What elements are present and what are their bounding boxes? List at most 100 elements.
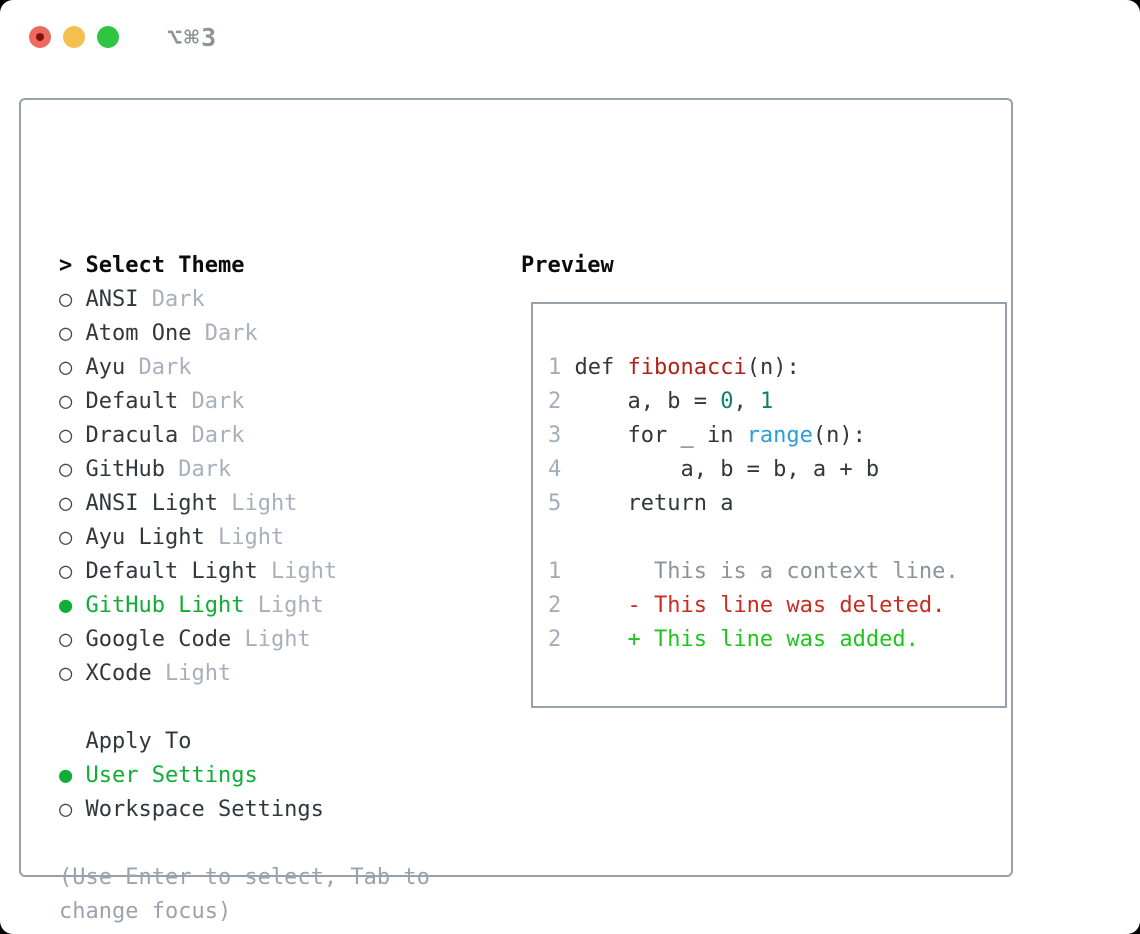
minimize-button[interactable] bbox=[63, 26, 85, 48]
code-line: 2 - This line was deleted. bbox=[548, 589, 959, 623]
radio-selected-icon: ● bbox=[59, 593, 86, 618]
code-segment-code: (n): bbox=[812, 423, 866, 448]
theme-variant-tag: Light bbox=[257, 593, 324, 618]
code-segment-code: def bbox=[574, 355, 628, 380]
theme-name: GitHub Light bbox=[85, 593, 258, 618]
code-segment-code: a, b = b, a + b bbox=[574, 457, 880, 482]
theme-list-header: > Select Theme bbox=[59, 249, 430, 283]
spacer-row bbox=[59, 827, 430, 861]
theme-list-title: Select Theme bbox=[85, 253, 245, 278]
theme-option-ansi[interactable]: ○ ANSI Dark bbox=[59, 283, 430, 317]
code-segment-code: (n): bbox=[746, 355, 800, 380]
line-number: 3 bbox=[548, 423, 575, 448]
theme-variant-tag: Light bbox=[217, 525, 285, 550]
spacer-row bbox=[59, 691, 430, 725]
theme-variant-tag: Light bbox=[231, 491, 298, 516]
apply-option-workspace-settings[interactable]: ○ Workspace Settings bbox=[59, 793, 430, 827]
theme-option-default[interactable]: ○ Default Dark bbox=[59, 385, 430, 419]
close-dot-icon bbox=[36, 33, 44, 41]
code-segment-deleted: - This line was deleted. bbox=[574, 593, 946, 618]
code-segment-numlit: 1 bbox=[759, 389, 774, 414]
radio-unselected-icon: ○ bbox=[59, 423, 86, 448]
theme-name: Dracula bbox=[85, 423, 192, 448]
keyboard-hint-text: change focus) bbox=[59, 899, 232, 924]
theme-name: Atom One bbox=[85, 321, 205, 346]
theme-name: ANSI bbox=[85, 287, 152, 312]
theme-option-ansi-light[interactable]: ○ ANSI Light Light bbox=[59, 487, 430, 521]
radio-unselected-icon: ○ bbox=[59, 797, 86, 822]
theme-list: > Select Theme○ ANSI Dark○ Atom One Dark… bbox=[59, 249, 430, 929]
theme-variant-tag: Light bbox=[244, 627, 311, 652]
radio-unselected-icon: ○ bbox=[59, 321, 86, 346]
code-segment-numlit: 0 bbox=[720, 389, 734, 414]
code-segment-added: + This line was added. bbox=[574, 627, 919, 652]
apply-option-name: User Settings bbox=[85, 763, 258, 788]
code-segment-code: , bbox=[733, 389, 760, 414]
line-number: 4 bbox=[548, 457, 575, 482]
code-segment-code: for _ in bbox=[574, 423, 747, 448]
code-line: 4 a, b = b, a + b bbox=[548, 453, 959, 487]
theme-option-google-code[interactable]: ○ Google Code Light bbox=[59, 623, 430, 657]
radio-unselected-icon: ○ bbox=[59, 491, 86, 516]
theme-name: Ayu bbox=[85, 355, 139, 380]
theme-name: Default Light bbox=[85, 559, 271, 584]
theme-option-atom-one[interactable]: ○ Atom One Dark bbox=[59, 317, 430, 351]
line-number: 2 bbox=[548, 389, 575, 414]
theme-name: ANSI Light bbox=[85, 491, 232, 516]
code-line: 2 a, b = 0, 1 bbox=[548, 385, 959, 419]
theme-name: Default bbox=[85, 389, 192, 414]
preview-title: Preview bbox=[521, 253, 614, 278]
theme-name: Google Code bbox=[85, 627, 245, 652]
theme-variant-tag: Dark bbox=[151, 287, 205, 312]
keyboard-hint-line-1: change focus) bbox=[59, 895, 430, 929]
theme-name: Ayu Light bbox=[85, 525, 218, 550]
radio-unselected-icon: ○ bbox=[59, 661, 86, 686]
theme-variant-tag: Dark bbox=[138, 355, 192, 380]
code-segment-func: fibonacci bbox=[627, 355, 747, 380]
apply-option-name: Workspace Settings bbox=[85, 797, 324, 822]
radio-unselected-icon: ○ bbox=[59, 525, 86, 550]
cursor-icon: > bbox=[59, 253, 86, 278]
theme-variant-tag: Light bbox=[270, 559, 338, 584]
theme-option-ayu[interactable]: ○ Ayu Dark bbox=[59, 351, 430, 385]
radio-unselected-icon: ○ bbox=[59, 355, 86, 380]
radio-unselected-icon: ○ bbox=[59, 287, 86, 312]
theme-option-xcode[interactable]: ○ XCode Light bbox=[59, 657, 430, 691]
radio-unselected-icon: ○ bbox=[59, 627, 86, 652]
theme-option-dracula[interactable]: ○ Dracula Dark bbox=[59, 419, 430, 453]
line-number: 5 bbox=[548, 491, 575, 516]
keyboard-hint-line-0: (Use Enter to select, Tab to bbox=[59, 861, 430, 895]
apply-option-user-settings[interactable]: ● User Settings bbox=[59, 759, 430, 793]
code-line bbox=[548, 521, 959, 555]
keyboard-hint-text: (Use Enter to select, Tab to bbox=[59, 865, 430, 890]
theme-variant-tag: Dark bbox=[178, 457, 232, 482]
code-segment-code: a, b = bbox=[574, 389, 721, 414]
theme-option-ayu-light[interactable]: ○ Ayu Light Light bbox=[59, 521, 430, 555]
code-line: 1 def fibonacci(n): bbox=[548, 351, 959, 385]
line-number: 1 bbox=[548, 355, 575, 380]
window-title-shortcut: ⌥⌘3 bbox=[167, 23, 219, 52]
code-line: 1 This is a context line. bbox=[548, 555, 959, 589]
code-segment-builtin: range bbox=[746, 423, 813, 448]
apply-to-header: Apply To bbox=[59, 725, 430, 759]
zoom-button[interactable] bbox=[97, 26, 119, 48]
theme-option-github[interactable]: ○ GitHub Dark bbox=[59, 453, 430, 487]
radio-selected-icon: ● bbox=[59, 763, 86, 788]
theme-name: XCode bbox=[85, 661, 165, 686]
apply-to-title: Apply To bbox=[59, 729, 192, 754]
line-number: 2 bbox=[548, 593, 575, 618]
line-number: 2 bbox=[548, 627, 575, 652]
code-line: 2 + This line was added. bbox=[548, 623, 959, 657]
theme-picker-panel: > Select Theme○ ANSI Dark○ Atom One Dark… bbox=[19, 98, 1013, 924]
theme-option-github-light[interactable]: ● GitHub Light Light bbox=[59, 589, 430, 623]
theme-variant-tag: Dark bbox=[191, 389, 245, 414]
theme-name: GitHub bbox=[85, 457, 179, 482]
code-line: 5 return a bbox=[548, 487, 959, 521]
theme-option-default-light[interactable]: ○ Default Light Light bbox=[59, 555, 430, 589]
close-button[interactable] bbox=[29, 26, 51, 48]
radio-unselected-icon: ○ bbox=[59, 389, 86, 414]
